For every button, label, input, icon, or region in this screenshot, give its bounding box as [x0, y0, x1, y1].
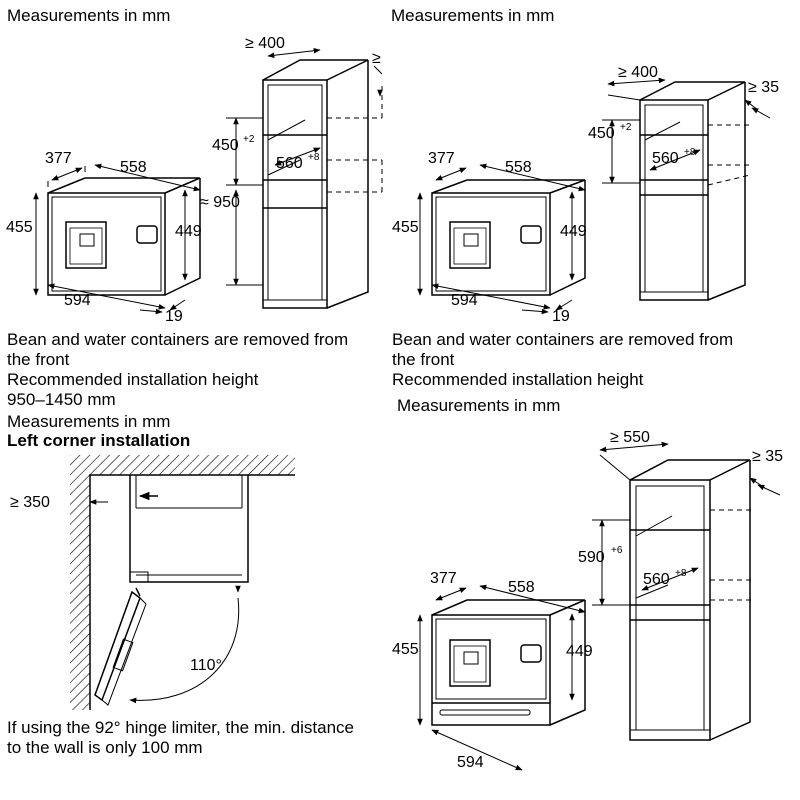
tl-dim-560: 560 — [276, 155, 303, 172]
tr-dim-450: 450 — [588, 125, 615, 142]
br-appliance — [431, 599, 586, 726]
bl-subheading: Left corner installation — [7, 431, 191, 450]
br-heading: Measurements in mm — [397, 396, 561, 415]
br-dim-560: 560 — [643, 571, 670, 588]
tr-note-1: the front — [392, 350, 455, 369]
tr-dim-560: 560 — [652, 150, 679, 167]
br-dim-550: ≥ 550 — [610, 429, 650, 446]
br-dim-560-sup: +8 — [675, 568, 687, 579]
tr-heading: Measurements in mm — [391, 6, 555, 25]
tl-dim-558: 558 — [120, 159, 147, 176]
tr-dim-450-sup: +2 — [620, 122, 632, 133]
br-dim-35: ≥ 35 — [752, 448, 783, 465]
tr-note-2: Recommended installation height — [392, 370, 644, 389]
tl-dim-400: ≥ 400 — [245, 35, 285, 52]
tl-note-0: Bean and water containers are removed fr… — [7, 330, 349, 349]
bl-open-door — [94, 587, 147, 706]
bl-cabinet — [129, 475, 249, 583]
tr-dim-455: 455 — [392, 219, 419, 236]
bl-note-0: If using the 92° hinge limiter, the min.… — [7, 718, 354, 737]
tr-dim-400: ≥ 400 — [618, 64, 658, 81]
bl-dim-angle: 110° — [190, 657, 222, 674]
bl-note-1: to the wall is only 100 mm — [7, 738, 203, 757]
tr-note-0: Bean and water containers are removed fr… — [392, 330, 734, 349]
tr-dim-377: 377 — [428, 150, 455, 167]
br-dim-558: 558 — [508, 579, 535, 596]
tr-dim-35: ≥ 35 — [748, 79, 779, 96]
tr-cabinet-dims — [602, 77, 771, 184]
tl-dim-377: 377 — [45, 150, 72, 167]
tr-dim-19: 19 — [552, 308, 570, 325]
bl-wall — [70, 455, 295, 710]
br-dim-590: 590 — [578, 549, 605, 566]
tl-appliance-dims — [33, 163, 201, 315]
tl-dim-edge: ≥ — [372, 50, 381, 67]
br-dim-590-sup: +6 — [611, 545, 623, 556]
br-cabinet-dashes — [710, 509, 752, 601]
br-dim-449: 449 — [566, 643, 593, 660]
tl-dim-455: 455 — [6, 219, 33, 236]
tl-dim-950: ≈ 950 — [200, 194, 240, 211]
tr-dim-558: 558 — [505, 159, 532, 176]
tr-cabinet — [639, 81, 746, 301]
tr-cabinet-dashes — [707, 124, 751, 186]
br-dim-455: 455 — [392, 641, 419, 658]
tl-dim-19: 19 — [165, 308, 183, 325]
tl-heading: Measurements in mm — [7, 6, 171, 25]
tl-dim-450-sup: +2 — [243, 134, 255, 145]
tr-dim-449: 449 — [560, 223, 587, 240]
tl-dim-449: 449 — [175, 223, 202, 240]
tl-dim-560-sup: +8 — [308, 152, 320, 163]
br-cabinet-dims — [592, 441, 781, 606]
tl-cabinet-dashes — [327, 85, 383, 193]
tr-dim-594: 594 — [451, 292, 478, 309]
br-dim-594: 594 — [457, 754, 484, 771]
br-cabinet — [629, 459, 751, 741]
tl-note-2: Recommended installation height — [7, 370, 259, 389]
bl-swing-arc — [129, 585, 241, 704]
br-dim-377: 377 — [430, 570, 457, 587]
tl-dim-594: 594 — [64, 292, 91, 309]
tl-note-3: 950–1450 mm — [7, 390, 116, 409]
tr-dim-560-sup: +8 — [684, 147, 696, 158]
tr-appliance-dims — [417, 163, 586, 315]
tl-note-1: the front — [7, 350, 70, 369]
tl-cabinet-dims — [226, 47, 383, 286]
br-appliance-dims — [417, 584, 586, 771]
tl-dim-450: 450 — [212, 137, 239, 154]
tl-cabinet — [262, 59, 369, 309]
bl-heading: Measurements in mm — [7, 412, 171, 431]
bl-dim-350: ≥ 350 — [10, 494, 50, 511]
